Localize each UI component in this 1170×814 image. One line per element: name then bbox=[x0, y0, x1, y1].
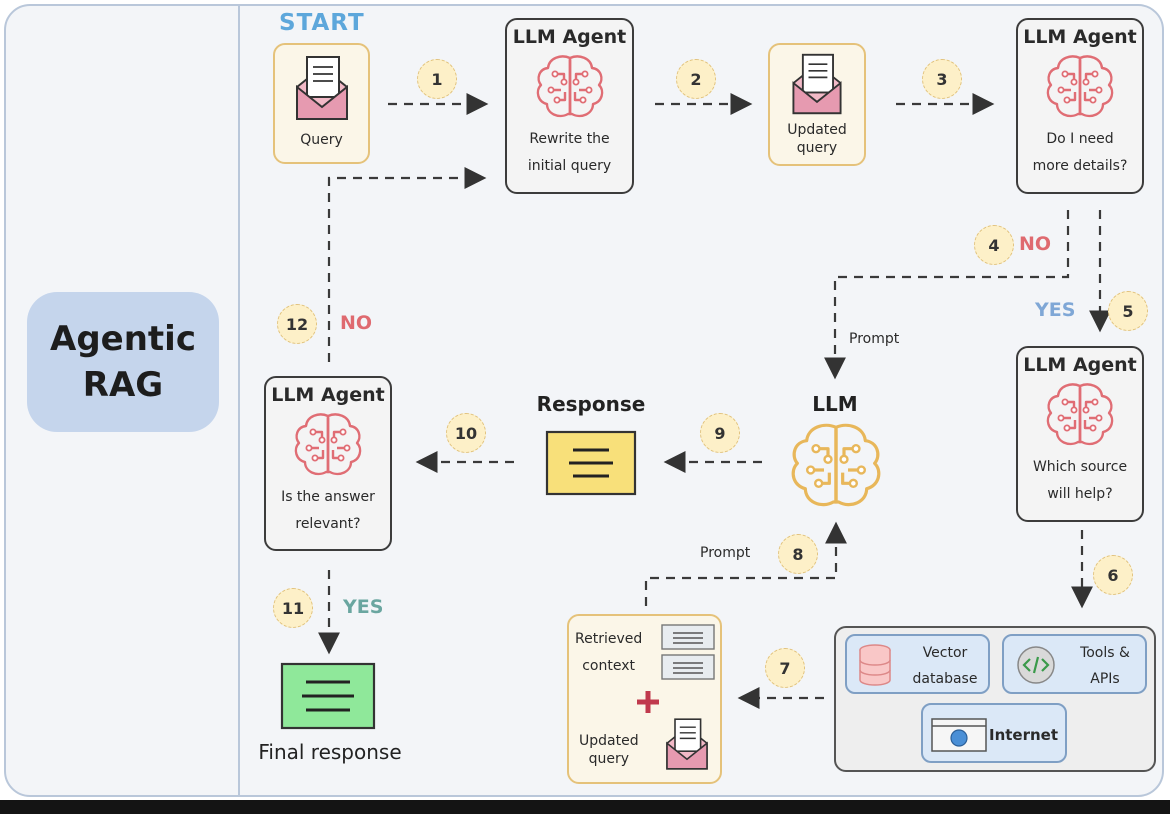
step-badge-12: 12 bbox=[277, 304, 317, 344]
rewrite-agent-node: LLM Agent Rewrite the initial query bbox=[505, 18, 634, 194]
source-agent-title: LLM Agent bbox=[1023, 354, 1137, 376]
arrow-8 bbox=[644, 521, 847, 606]
edge-label-no-4: NO bbox=[1019, 233, 1052, 255]
arrow-12 bbox=[327, 167, 487, 362]
step-badge-8: 8 bbox=[778, 534, 818, 574]
vector-database-source: Vector database bbox=[845, 634, 990, 694]
step-badge-3: 3 bbox=[922, 59, 962, 99]
details-agent-text: Do I need more details? bbox=[1032, 131, 1128, 174]
brain-icon bbox=[1046, 383, 1114, 446]
sidebar-divider bbox=[238, 6, 240, 796]
envelope-icon bbox=[792, 53, 842, 115]
envelope-icon bbox=[666, 718, 708, 770]
step-badge-9: 9 bbox=[700, 413, 740, 453]
rewrite-agent-text: Rewrite the initial query bbox=[527, 131, 612, 174]
llm-title: LLM bbox=[812, 392, 858, 416]
edge-label-prompt-4: Prompt bbox=[849, 331, 900, 347]
relevance-agent-text: Is the answer relevant? bbox=[281, 489, 375, 532]
edge-label-yes-11: YES bbox=[343, 596, 384, 618]
vector-database-label: Vector database bbox=[912, 645, 978, 687]
internet-source: Internet bbox=[921, 703, 1067, 763]
brain-icon bbox=[536, 55, 603, 118]
envelope-icon bbox=[295, 56, 348, 120]
step-badge-2: 2 bbox=[676, 59, 716, 99]
step-badge-7: 7 bbox=[765, 648, 805, 688]
query-label: Query bbox=[300, 132, 343, 148]
rewrite-agent-title: LLM Agent bbox=[512, 26, 627, 48]
edge-label-no-12: NO bbox=[340, 312, 373, 334]
retrieved-context-node: Retrieved context Updated query bbox=[567, 614, 722, 784]
edge-label-prompt-8: Prompt bbox=[700, 545, 751, 561]
retrieved-context-label: Retrieved context bbox=[575, 631, 643, 674]
step-badge-4: 4 bbox=[974, 225, 1014, 265]
start-label: START bbox=[279, 10, 365, 36]
details-agent-title: LLM Agent bbox=[1023, 26, 1137, 48]
database-icon bbox=[859, 644, 891, 686]
updated-query-label: Updated query bbox=[787, 122, 847, 156]
source-agent-text: Which source will help? bbox=[1032, 459, 1128, 502]
step-badge-6: 6 bbox=[1093, 555, 1133, 595]
final-response-label: Final response bbox=[258, 740, 402, 764]
response-title: Response bbox=[536, 392, 646, 416]
step-badge-11: 11 bbox=[273, 588, 313, 628]
final-response-note-icon bbox=[280, 662, 376, 730]
diagram-title: Agentic RAG bbox=[27, 292, 219, 432]
relevance-agent-node: LLM Agent Is the answer relevant? bbox=[264, 376, 392, 551]
step-badge-1: 1 bbox=[417, 59, 457, 99]
retrieved-query-label: Updated query bbox=[579, 733, 639, 767]
llm-brain-icon bbox=[791, 423, 881, 507]
browser-icon bbox=[931, 718, 987, 752]
updated-query-node: Updated query bbox=[768, 43, 866, 166]
step-badge-10: 10 bbox=[446, 413, 486, 453]
bottom-bar bbox=[0, 800, 1170, 814]
source-agent-node: LLM Agent Which source will help? bbox=[1016, 346, 1144, 522]
edge-label-yes-5: YES bbox=[1035, 299, 1076, 321]
plus-icon bbox=[637, 691, 659, 713]
tools-apis-source: Tools & APIs bbox=[1002, 634, 1147, 694]
query-node: Query bbox=[273, 43, 370, 164]
brain-icon bbox=[294, 413, 362, 476]
tools-apis-label: Tools & APIs bbox=[1080, 645, 1130, 687]
relevance-agent-title: LLM Agent bbox=[271, 384, 385, 406]
document-icon bbox=[661, 624, 715, 680]
brain-icon bbox=[1046, 55, 1114, 118]
code-icon bbox=[1017, 646, 1055, 684]
response-note-icon bbox=[545, 430, 637, 496]
step-badge-5: 5 bbox=[1108, 291, 1148, 331]
details-agent-node: LLM Agent Do I need more details? bbox=[1016, 18, 1144, 194]
internet-label: Internet bbox=[989, 726, 1059, 744]
arrow-4 bbox=[824, 210, 1070, 380]
